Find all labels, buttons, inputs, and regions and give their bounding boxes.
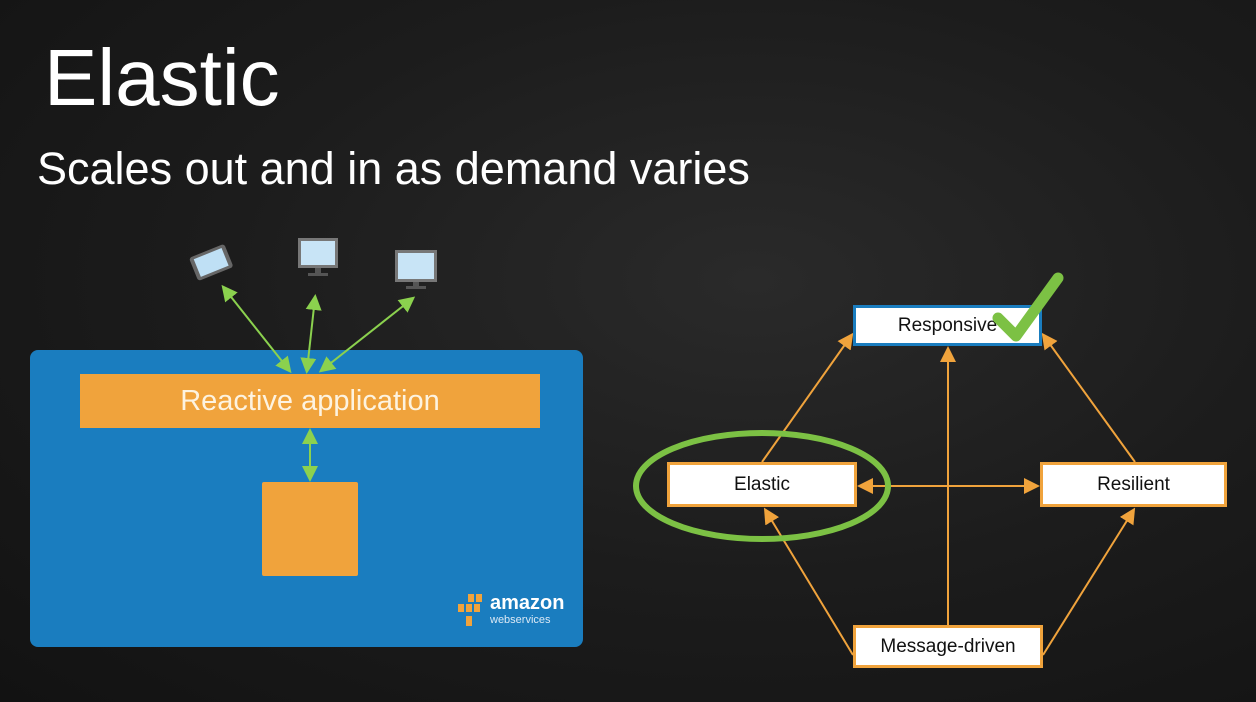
- edge-message-resilient: [1042, 507, 1136, 656]
- reactive-application-bar: Reactive application: [80, 374, 540, 428]
- tablet-icon: [189, 244, 233, 281]
- node-resilient: Resilient: [1040, 462, 1227, 507]
- monitor-icon: [395, 250, 437, 289]
- aws-logo: amazon webservices: [456, 592, 568, 634]
- aws-logo-name: amazon: [490, 592, 565, 614]
- arrow-monitor-1: [300, 294, 322, 374]
- aws-logo-sub: webservices: [490, 614, 551, 626]
- slide-subtitle: Scales out and in as demand varies: [37, 143, 750, 194]
- monitor-icon: [298, 238, 338, 276]
- edge-message-elastic: [763, 507, 854, 656]
- arrow-tablet: [221, 284, 292, 374]
- edge-elastic-responsive: [761, 332, 854, 463]
- slide-title: Elastic: [44, 33, 280, 122]
- node-message-driven: Message-driven: [853, 625, 1043, 668]
- node-responsive: Responsive: [853, 305, 1042, 346]
- aws-cubes-icon: [458, 594, 482, 626]
- edge-resilient-responsive: [1041, 332, 1136, 463]
- node-elastic: Elastic: [667, 462, 857, 507]
- server-node: [262, 482, 358, 576]
- arrow-monitor-2: [318, 296, 416, 373]
